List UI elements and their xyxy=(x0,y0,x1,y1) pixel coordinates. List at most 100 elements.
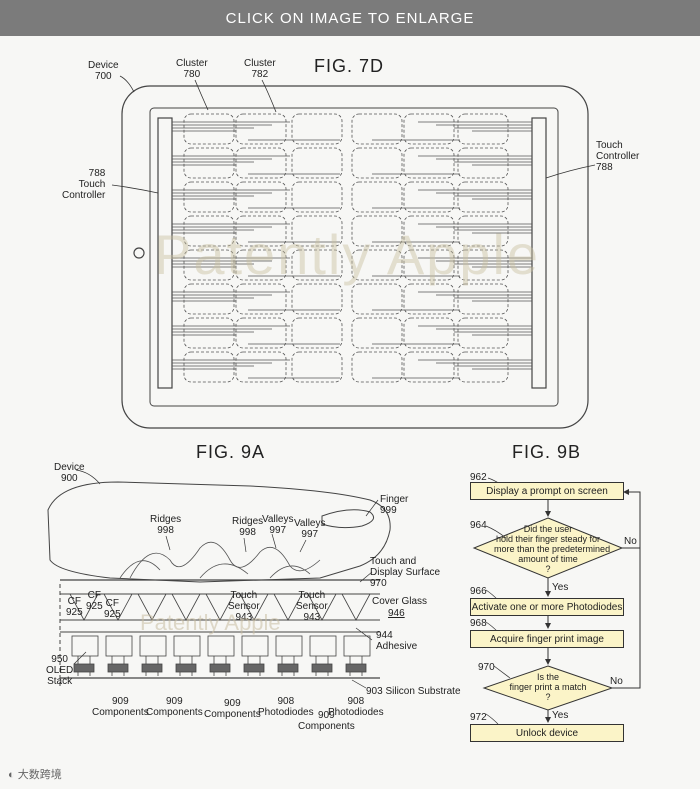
fig9b-title: FIG. 9B xyxy=(512,442,582,462)
cluster-cell xyxy=(183,317,235,349)
ridges-998b-label: Ridges 998 xyxy=(232,516,264,538)
pixel-cell xyxy=(71,635,99,657)
cluster-cell xyxy=(351,317,403,349)
component-block xyxy=(141,663,163,673)
step-968-text: Acquire finger print image xyxy=(490,633,604,645)
pixel-cell xyxy=(139,635,167,657)
cluster-cell xyxy=(183,147,235,179)
cluster-cell xyxy=(183,215,235,247)
step-966-number: 966 xyxy=(470,586,487,597)
cf-925a-label: CF 925 xyxy=(66,596,83,618)
component-block xyxy=(311,663,333,673)
cluster-cell xyxy=(457,147,509,179)
pixel-cell xyxy=(275,635,303,657)
components-d-label: 909 Components xyxy=(298,710,355,732)
cluster-cell xyxy=(403,113,455,145)
footer-logo-icon: ◐ xyxy=(8,769,15,781)
step-962-text: Display a prompt on screen xyxy=(486,485,608,497)
step-970-number: 970 xyxy=(478,662,495,673)
fig9a-title: FIG. 9A xyxy=(196,442,266,462)
cluster-cell xyxy=(235,113,287,145)
cluster-cell xyxy=(183,351,235,383)
silicon-substrate-label: 903 Silicon Substrate xyxy=(366,686,461,697)
pixel-cell xyxy=(241,635,269,657)
ridges-998a-label: Ridges 998 xyxy=(150,514,182,536)
component-block xyxy=(107,663,129,673)
cluster-cell xyxy=(183,113,235,145)
cluster-cell xyxy=(351,113,403,145)
valleys-997a-label: Valleys 997 xyxy=(262,514,294,536)
cluster-cell xyxy=(403,317,455,349)
step-962-number: 962 xyxy=(470,472,487,483)
sensor-cell xyxy=(171,593,201,621)
enlarge-banner-text: CLICK ON IMAGE TO ENLARGE xyxy=(225,9,475,27)
step-972-box: Unlock device xyxy=(470,724,624,742)
step-966-text: Activate one or more Photodiodes xyxy=(471,601,623,613)
component-block xyxy=(209,663,231,673)
step-964-number: 964 xyxy=(470,520,487,531)
cluster-cell xyxy=(235,249,287,281)
pixel-cell xyxy=(105,635,133,657)
footer-watermark: ◐ 大数跨境 xyxy=(8,766,62,782)
cluster-cell xyxy=(235,283,287,315)
cluster-cell xyxy=(403,215,455,247)
step-972-number: 972 xyxy=(470,712,487,723)
sensor-cell xyxy=(205,593,235,621)
touch-controller-left xyxy=(157,117,173,389)
home-button xyxy=(133,247,145,259)
cluster-cell xyxy=(235,351,287,383)
step-968-number: 968 xyxy=(470,618,487,629)
step-962-box: Display a prompt on screen xyxy=(470,482,624,500)
cluster-cell xyxy=(403,283,455,315)
cluster-cell xyxy=(351,181,403,213)
cf-925b-label: CF 925 xyxy=(86,590,103,612)
cluster-cell xyxy=(351,351,403,383)
cluster-cell xyxy=(291,249,343,281)
cluster-cell xyxy=(457,249,509,281)
photodiodes-b-label: 908 Photodiodes xyxy=(328,696,384,718)
valleys-997b-label: Valleys 997 xyxy=(294,518,326,540)
cluster-cell xyxy=(235,147,287,179)
decision-970-no: No xyxy=(610,676,623,687)
sensor-cell xyxy=(307,593,337,621)
cf-925c-label: CF 925 xyxy=(104,598,121,620)
watermark-small: Patently Apple xyxy=(140,610,281,635)
touch-controller-right xyxy=(531,117,547,389)
cluster-cell xyxy=(403,147,455,179)
fig7d-drawing xyxy=(111,75,596,429)
fig7d-title: FIG. 7D xyxy=(314,56,385,76)
cluster-cell xyxy=(183,181,235,213)
cluster-cell xyxy=(403,249,455,281)
step-968-box: Acquire finger print image xyxy=(470,630,624,648)
sensor-cell xyxy=(137,593,167,621)
decision-970-yes: Yes xyxy=(552,710,569,721)
cluster-782-label: Cluster 782 xyxy=(244,58,276,80)
step-972-text: Unlock device xyxy=(515,727,579,739)
photodiodes-a-label: 908 Photodiodes xyxy=(258,696,314,718)
sensor-cell xyxy=(103,593,133,621)
footer-text: 大数跨境 xyxy=(17,769,62,781)
device-900-label: Device 900 xyxy=(54,462,85,484)
sensor-cell xyxy=(341,593,371,621)
pixel-cell xyxy=(173,635,201,657)
cluster-cell xyxy=(351,283,403,315)
touch-sensor-b-label: Touch Sensor 943 xyxy=(296,590,328,623)
pixel-cell xyxy=(309,635,337,657)
cluster-cell xyxy=(291,283,343,315)
device-screen xyxy=(149,107,559,407)
cluster-cell xyxy=(291,181,343,213)
cluster-cell xyxy=(457,283,509,315)
touch-sensor-a-label: Touch Sensor 943 xyxy=(228,590,260,623)
components-b-label: 909 Components xyxy=(146,696,203,718)
cluster-cell xyxy=(183,249,235,281)
cluster-cell xyxy=(291,351,343,383)
cluster-780-label: Cluster 780 xyxy=(176,58,208,80)
cluster-cell xyxy=(235,317,287,349)
cluster-cell xyxy=(457,113,509,145)
enlarge-banner[interactable]: CLICK ON IMAGE TO ENLARGE xyxy=(0,0,700,36)
touch-display-surface-label: Touch and Display Surface 970 xyxy=(370,556,441,589)
cluster-cell xyxy=(457,351,509,383)
decision-970-text: Is the finger print a match ? xyxy=(509,672,587,702)
pixel-cell xyxy=(207,635,235,657)
